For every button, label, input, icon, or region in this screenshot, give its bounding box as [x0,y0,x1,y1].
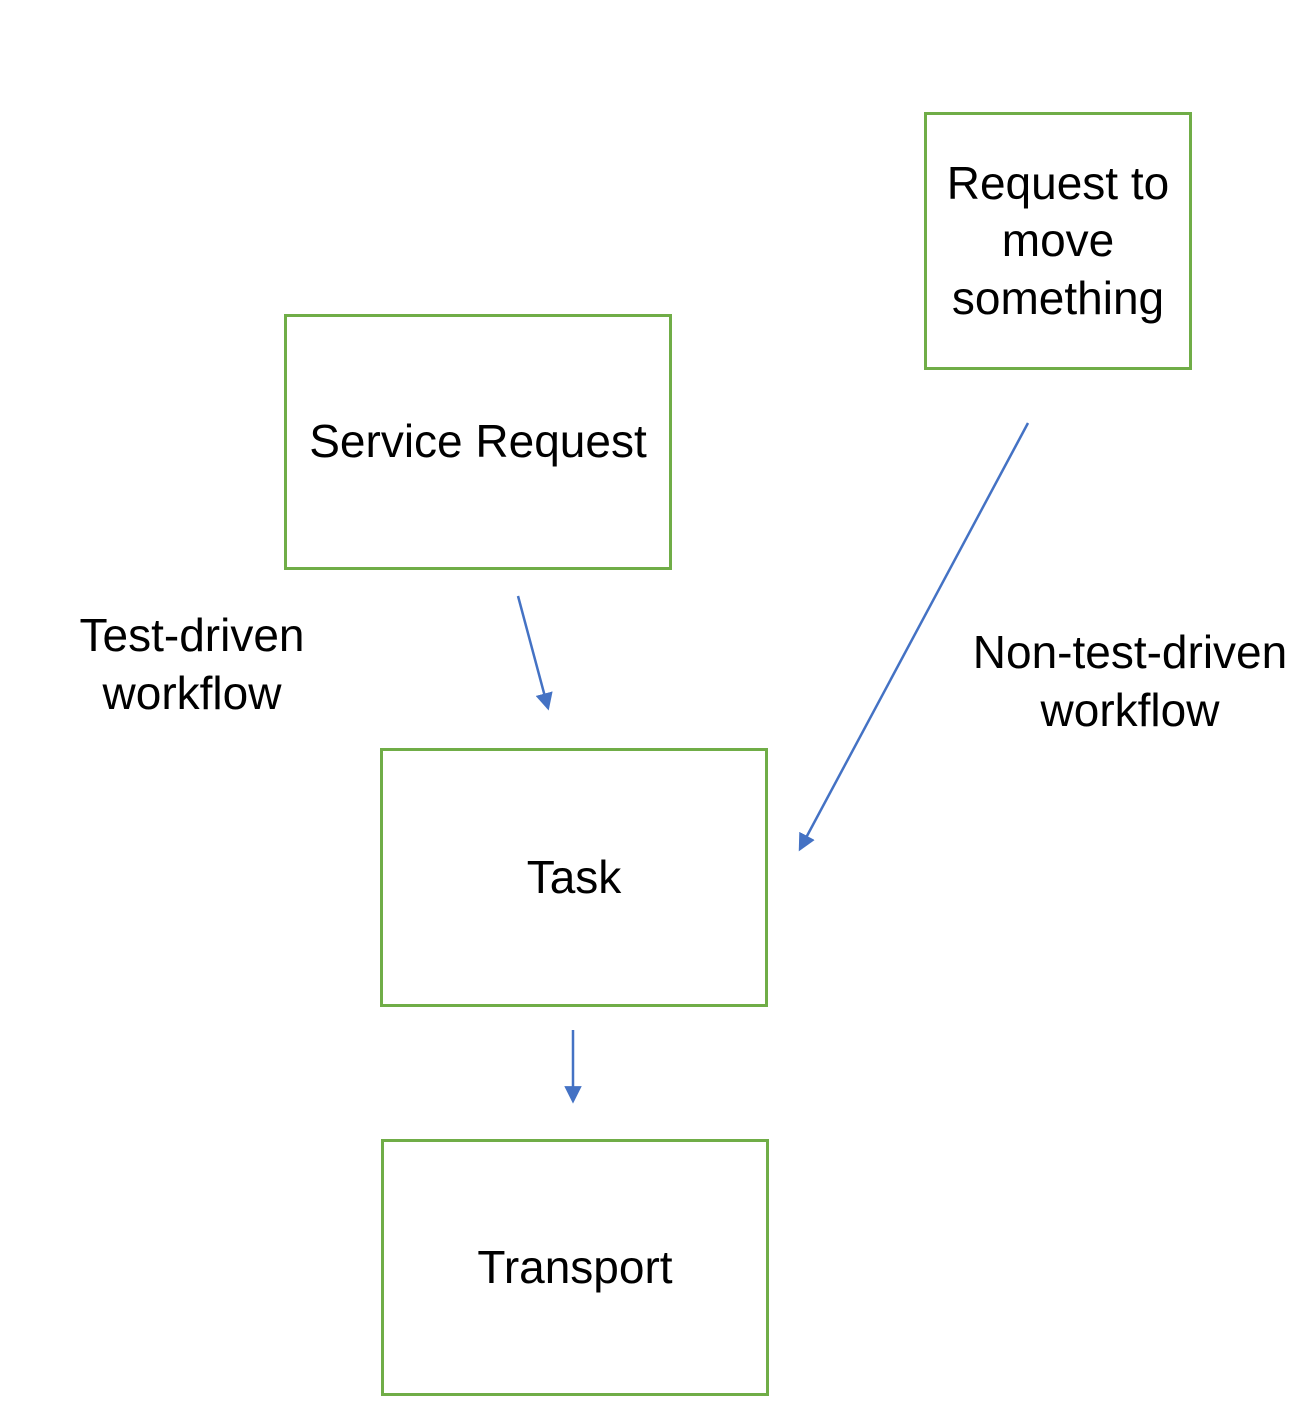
node-service-request: Service Request [284,314,672,570]
edge-label-test-driven-workflow: Test-driven workflow [79,609,305,719]
edge-label-non-test-driven-workflow: Non-test-driven workflow [972,626,1288,736]
node-label: Service Request [309,415,647,468]
node-transport: Transport [381,1139,769,1396]
node-label: Transport [477,1240,673,1293]
node-label: Request to move something [946,156,1170,324]
node-request-to-move-something: Request to move something [924,112,1192,370]
node-label: Task [526,850,622,903]
node-task: Task [380,748,768,1007]
edge-service-request-to-task [516,595,553,711]
